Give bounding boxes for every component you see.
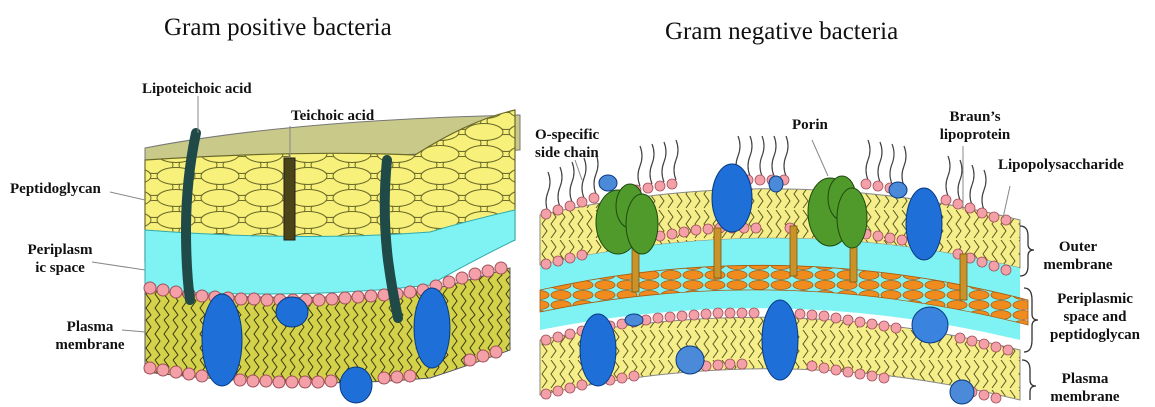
label-o-specific-side-chain: O-specific side chain (535, 126, 599, 162)
label-gn-plasma-membrane: Plasma membrane (1040, 370, 1130, 406)
teichoic-acid-rod (284, 158, 295, 240)
label-peptidoglycan: Peptidoglycan (10, 180, 101, 198)
gram-positive-title: Gram positive bacteria (164, 14, 392, 42)
label-periplasmic-space-line1: Periplasm (20, 241, 100, 259)
label-brauns-line2: lipoprotein (930, 126, 1020, 144)
label-periplasmic-line1: Periplasmic (1040, 290, 1150, 308)
label-lipoteichoic-acid: Lipoteichoic acid (142, 80, 252, 98)
gram-positive-wall (92, 96, 520, 403)
label-outer-membrane-line1: Outer (1038, 238, 1118, 256)
label-teichoic-acid: Teichoic acid (291, 107, 374, 125)
label-lipopolysaccharide: Lipopolysaccharide (998, 156, 1124, 174)
label-outer-membrane-line2: membrane (1038, 256, 1118, 274)
gram-negative-wall (540, 136, 1038, 404)
label-periplasmic-space: Periplasm ic space (20, 241, 100, 277)
label-periplasmic-line3: peptidoglycan (1040, 326, 1150, 344)
label-periplasmic-space-line2: ic space (20, 259, 100, 277)
label-periplasmic-space-and-peptidoglycan: Periplasmic space and peptidoglycan (1040, 290, 1150, 344)
gram-negative-title: Gram negative bacteria (665, 18, 898, 46)
label-periplasmic-line2: space and (1040, 308, 1150, 326)
label-gn-plasma-membrane-line1: Plasma (1040, 370, 1130, 388)
label-gp-plasma-membrane: Plasma membrane (50, 318, 130, 354)
label-outer-membrane: Outer membrane (1038, 238, 1118, 274)
label-o-specific-line2: side chain (535, 144, 599, 162)
label-gp-plasma-membrane-line2: membrane (50, 336, 130, 354)
label-gn-plasma-membrane-line2: membrane (1040, 388, 1130, 406)
label-porin: Porin (792, 116, 828, 134)
label-o-specific-line1: O-specific (535, 126, 599, 144)
label-gp-plasma-membrane-line1: Plasma (50, 318, 130, 336)
label-brauns-line1: Braun’s (930, 108, 1020, 126)
label-brauns-lipoprotein: Braun’s lipoprotein (930, 108, 1020, 144)
